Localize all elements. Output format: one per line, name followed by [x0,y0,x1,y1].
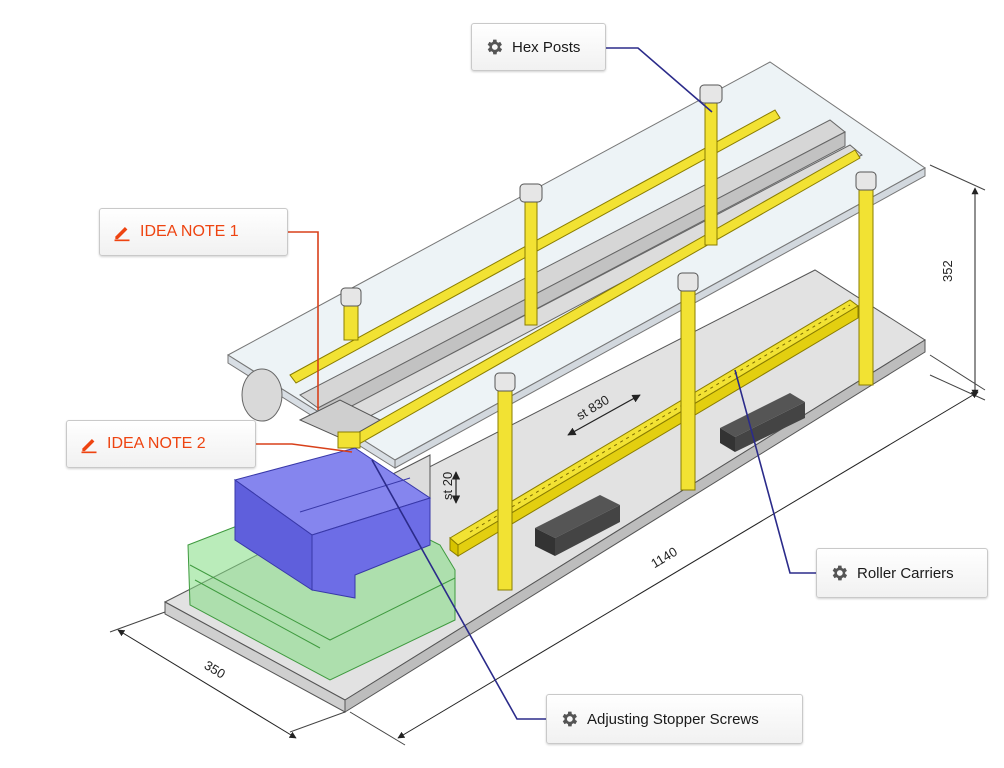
callout-roller-carriers[interactable]: Roller Carriers [816,548,988,598]
dim-label-stroke-small: st 20 [440,471,455,500]
leader-hex-posts [606,47,713,113]
stroke-arrows [451,394,641,504]
gear-icon [832,565,848,581]
dim-label-height: 352 [940,260,955,282]
leader-idea-note-2 [256,443,353,453]
callout-idea-note-2[interactable]: IDEA NOTE 2 [66,420,256,468]
pencil-icon [114,227,130,242]
pencil-icon [81,439,97,454]
gear-icon [487,39,503,55]
callout-adjusting-stopper-screws[interactable]: Adjusting Stopper Screws [546,694,803,744]
dimension-width [109,611,346,739]
callout-label: IDEA NOTE 2 [107,435,206,452]
leader-lines [256,47,816,720]
callout-label: Adjusting Stopper Screws [587,710,759,728]
leader-idea-note-1 [288,231,319,410]
callout-label: IDEA NOTE 1 [140,223,239,240]
dimension-height [929,164,986,401]
leader-stopper-screws [371,459,546,720]
callout-idea-note-1[interactable]: IDEA NOTE 1 [99,208,288,256]
callout-label: Roller Carriers [857,564,954,582]
callout-hex-posts[interactable]: Hex Posts [471,23,606,71]
callout-label: Hex Posts [512,38,581,56]
leader-roller-carriers [734,369,816,574]
gear-icon [562,711,578,727]
